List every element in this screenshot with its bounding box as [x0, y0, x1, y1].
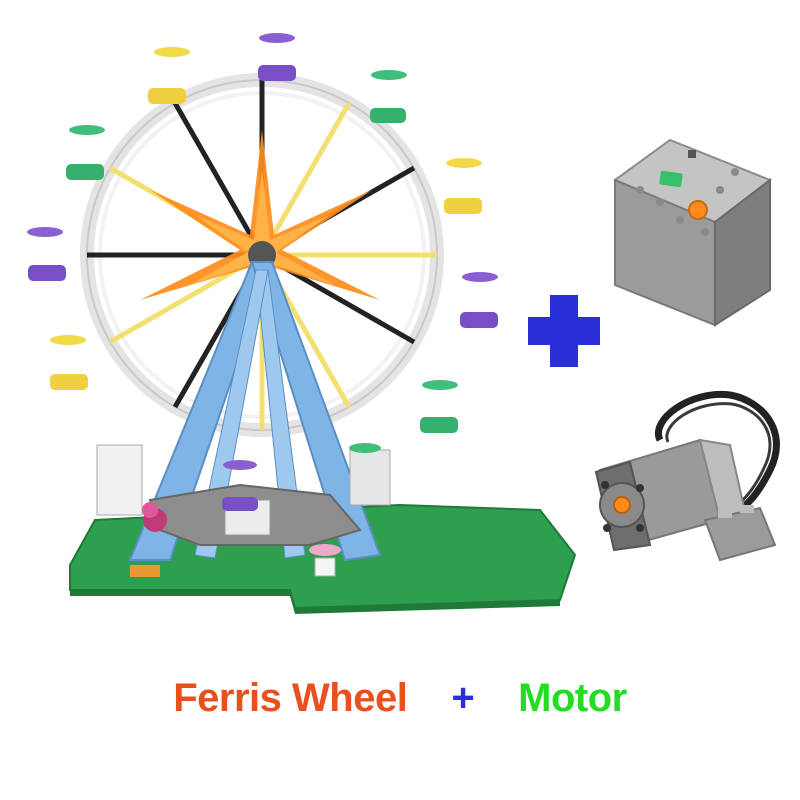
caption-motor: Motor	[518, 675, 627, 720]
caption-ferris-wheel: Ferris Wheel	[173, 675, 408, 720]
motor-icon	[594, 390, 780, 562]
caption-plus: +	[451, 675, 475, 720]
big-plus-icon	[528, 295, 600, 367]
ferris-wheel-model	[27, 33, 577, 614]
base-platform	[96, 444, 391, 577]
gondolas	[27, 33, 498, 511]
battery-box-icon	[612, 138, 773, 327]
a-frame	[128, 261, 382, 562]
caption: Ferris Wheel + Motor	[0, 668, 800, 728]
